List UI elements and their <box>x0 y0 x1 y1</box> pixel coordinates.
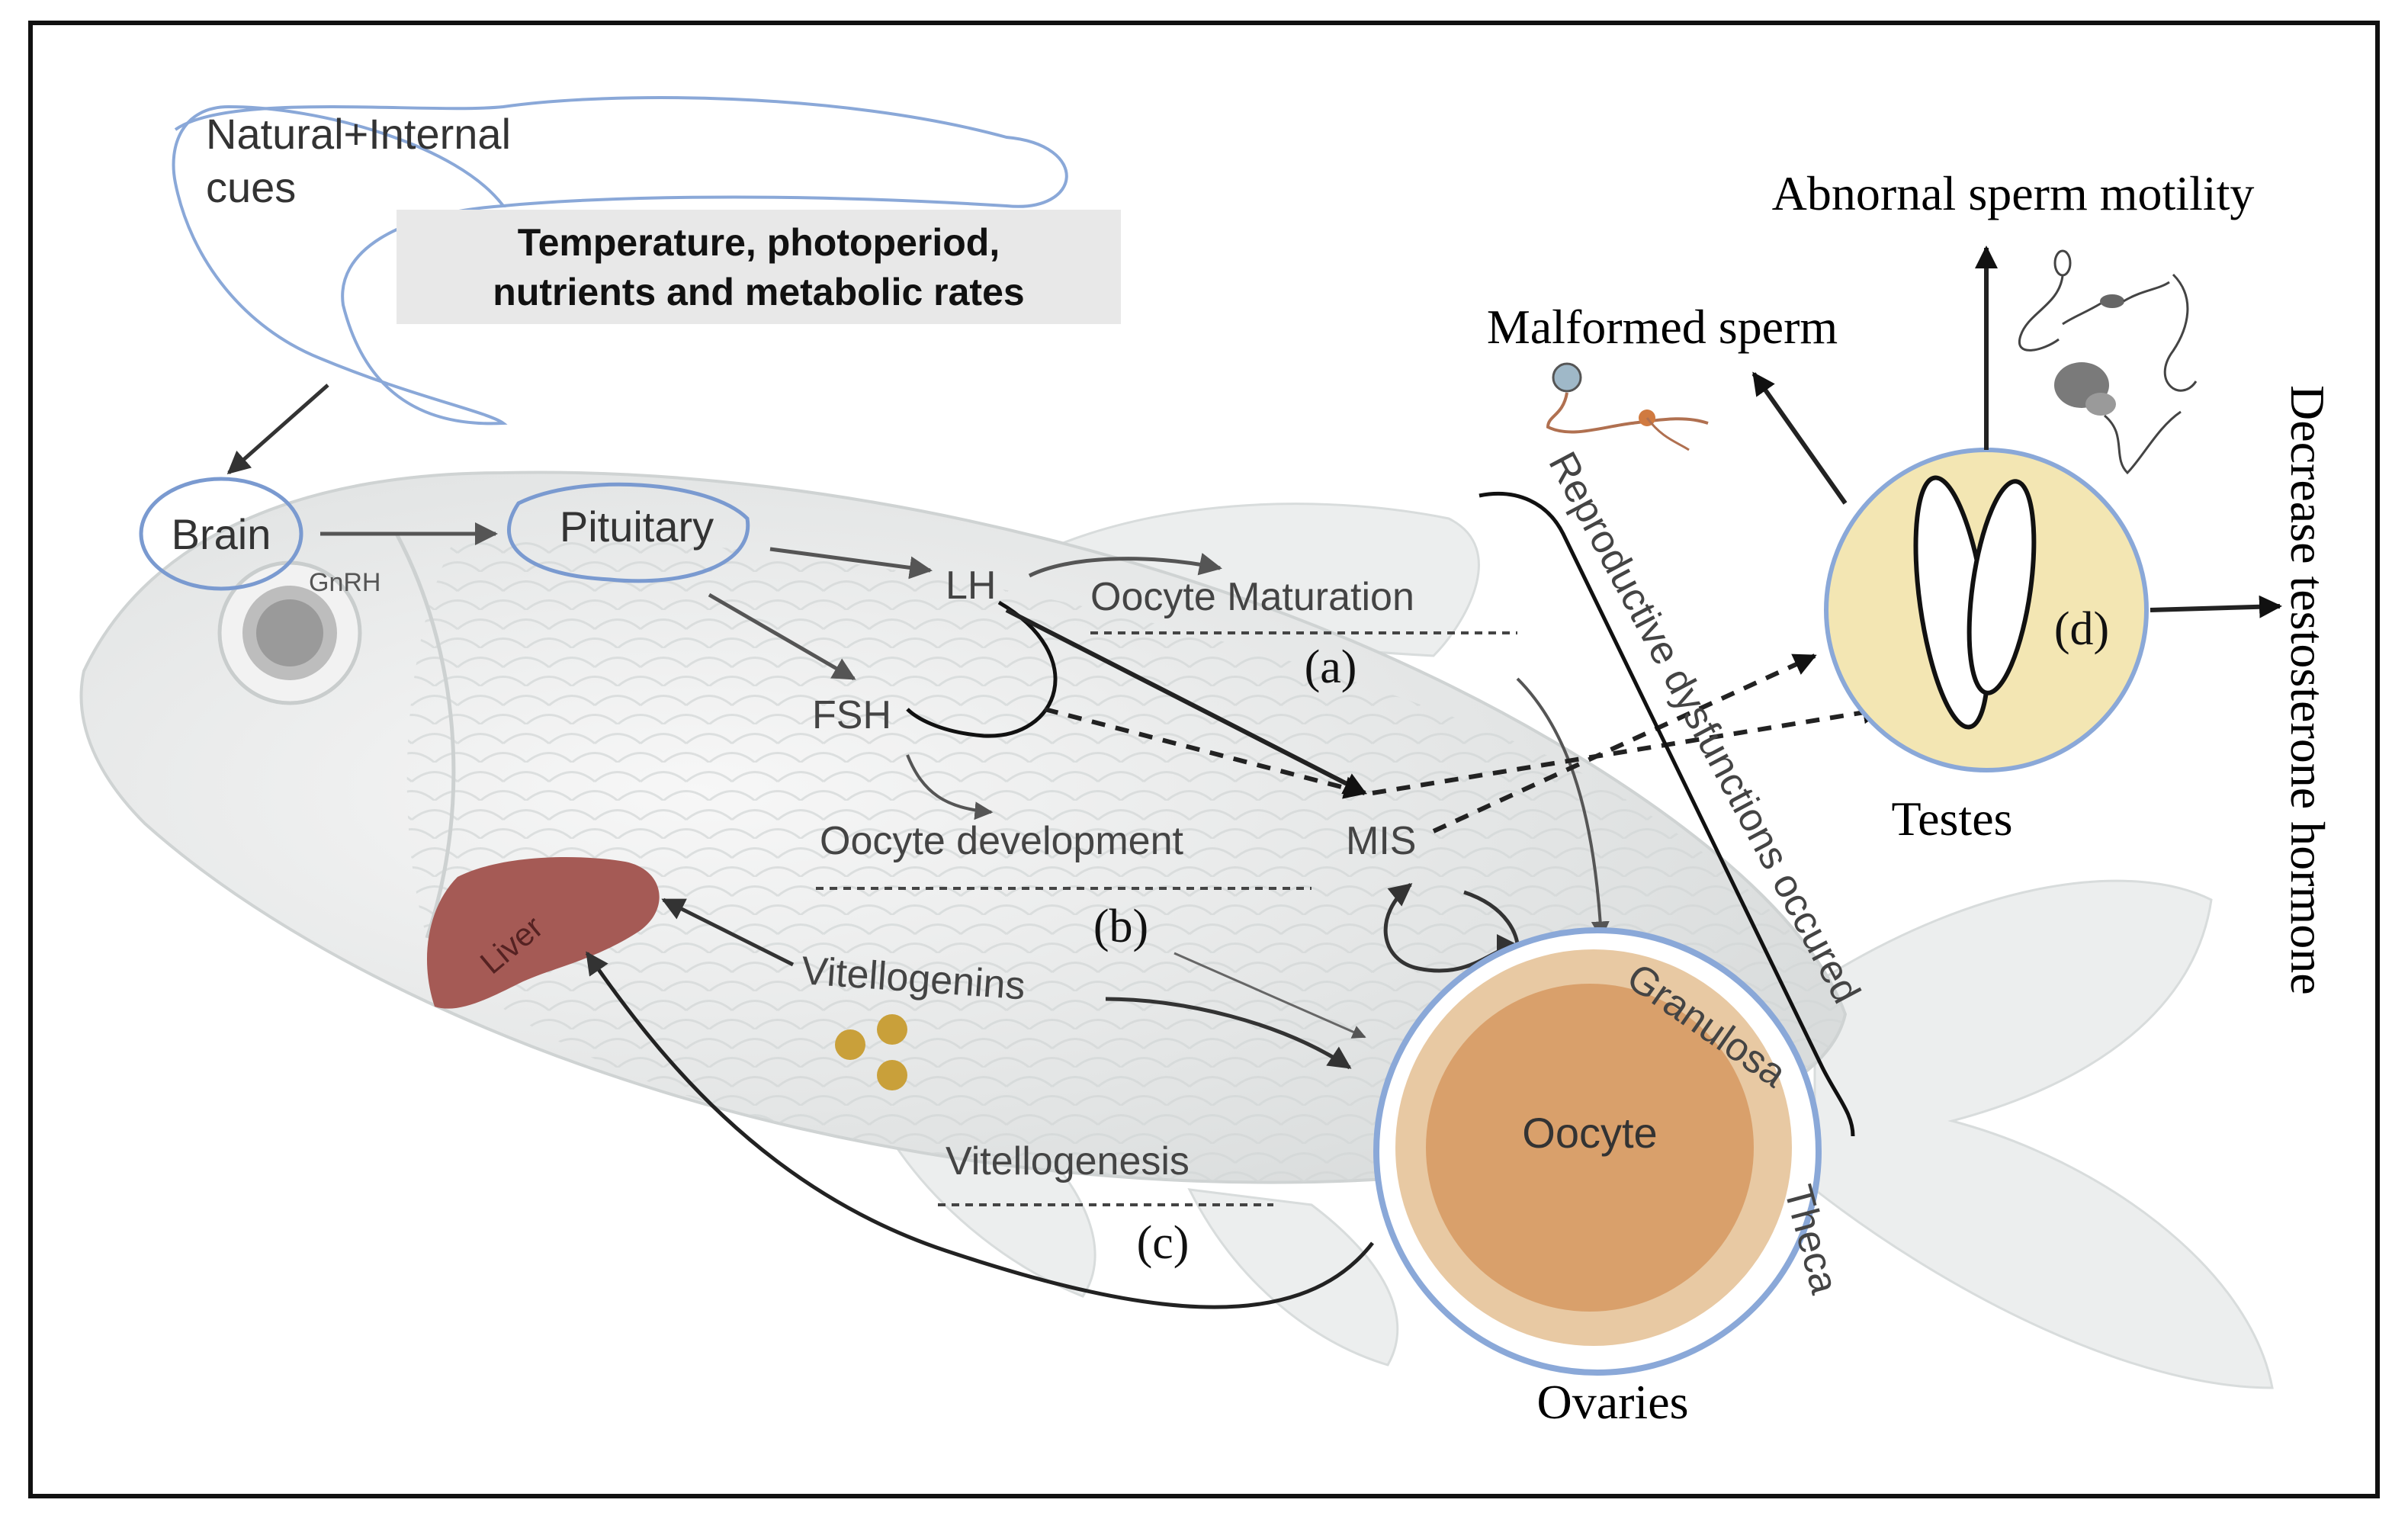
dysfunction-brace <box>1479 491 1855 1137</box>
cues-title-line2: cues <box>206 163 296 211</box>
yolk-granule <box>835 1029 865 1060</box>
arrow-development-to-ovary <box>1173 952 1366 1039</box>
oocyte-label: Oocyte <box>1522 1109 1657 1157</box>
arrow-pituitary-to-lh <box>769 547 933 580</box>
mis-label: MIS <box>1346 819 1416 863</box>
arrow-lh-to-mis <box>1005 608 1367 795</box>
arrow-cues-to-brain <box>226 384 329 474</box>
ovaries-label: Ovaries <box>1536 1375 1688 1429</box>
malformed-sperm-label: Malformed sperm <box>1487 300 1838 354</box>
arrow-mis-to-testes-2 <box>1372 701 1886 795</box>
arrow-pituitary-to-fsh <box>708 593 856 681</box>
arrow-testes-to-malformed <box>1751 371 1848 505</box>
arrow-maturation-to-ovary <box>1516 677 1610 940</box>
process-b-label: Oocyte development <box>820 819 1183 863</box>
cues-detail-line1: Temperature, photoperiod, <box>518 221 1000 264</box>
arrow-fsh-to-mis-dashed <box>1044 707 1367 799</box>
testosterone-label: Decrease testosterone hormone <box>2281 385 2335 995</box>
liver-shape <box>427 857 660 1009</box>
gnrh-label: GnRH <box>309 568 380 597</box>
arrow-testes-to-testosterone <box>2150 595 2282 618</box>
cues-detail-box <box>397 210 1121 324</box>
process-b-letter: (b) <box>1093 901 1148 952</box>
arrow-liver-to-vitellogenins <box>661 898 795 967</box>
arrow-lh-to-maturation <box>1028 553 1222 578</box>
yolk-granule <box>877 1014 907 1045</box>
fsh-label: FSH <box>812 693 891 737</box>
abnormal-sperm-illustration <box>2018 249 2198 475</box>
tail-fin <box>1813 879 2274 1389</box>
pituitary-outline <box>507 482 750 583</box>
brain-label: Brain <box>172 510 271 558</box>
process-c-letter: (c) <box>1137 1217 1190 1269</box>
lh-label: LH <box>946 564 996 608</box>
seminiferous-tubule <box>1967 479 2037 695</box>
pituitary-label: Pituitary <box>560 503 714 551</box>
arrow-mis-to-testes-1 <box>1432 654 1817 833</box>
testes-label: Testes <box>1891 792 2012 846</box>
cues-detail-line2: nutrients and metabolic rates <box>493 271 1024 313</box>
process-a-letter: (a) <box>1305 641 1357 693</box>
motility-label: Abnornal sperm motility <box>1772 166 2255 220</box>
process-c-label: Vitellogenesis <box>946 1139 1190 1183</box>
arrow-vitellogenins-to-ovary <box>1105 997 1352 1070</box>
arrow-ovary-to-liver <box>585 951 1374 1309</box>
testes-d-letter: (d) <box>2054 603 2109 655</box>
cues-title-line1: Natural+Internal <box>206 110 511 158</box>
anal-fin <box>1187 1188 1399 1366</box>
malformed-sperm-illustration <box>1546 362 1709 451</box>
yolk-granule <box>877 1060 907 1090</box>
process-a-label: Oocyte Maturation <box>1090 575 1414 619</box>
arrow-fsh-to-development <box>906 754 994 821</box>
brain-outline <box>139 477 303 591</box>
ovary-oocyte <box>1426 984 1754 1312</box>
